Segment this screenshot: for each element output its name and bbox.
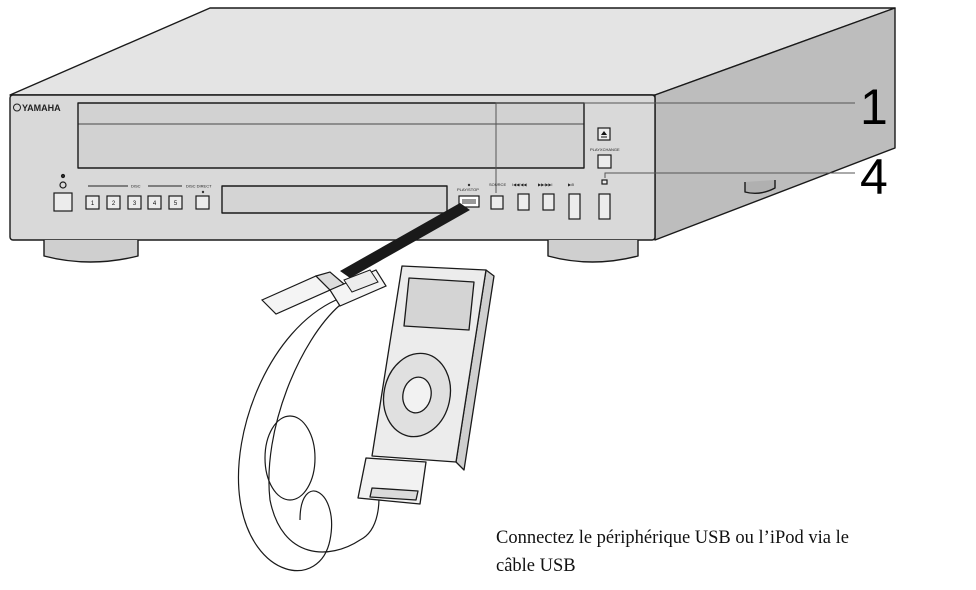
callout-4: 4	[860, 149, 888, 205]
caption-line-1: Connectez le périphérique USB ou l’iPod …	[496, 528, 849, 548]
power-section	[53, 173, 73, 212]
ipod-screen	[403, 277, 475, 331]
disc-button-label: 1	[91, 201, 95, 207]
disc-section: DISC DISC DIRECT	[88, 184, 212, 194]
disc-button-4[interactable]	[147, 195, 162, 210]
play-pause-label: ▶/II	[568, 182, 574, 187]
brand-logo: YAMAHA	[22, 103, 61, 113]
usb-connector-ghost	[260, 275, 332, 315]
playxchange-indicator	[601, 179, 608, 185]
foot-side	[744, 180, 776, 195]
disc-direct-label: DISC DIRECT	[186, 184, 212, 189]
power-icon	[59, 181, 67, 189]
stop-button[interactable]	[598, 193, 611, 220]
disc-tray	[77, 102, 585, 169]
disc-label: DISC	[131, 184, 141, 189]
disc-button-5[interactable]	[168, 195, 183, 210]
skip-back-label: I◀◀/◀◀	[512, 182, 527, 187]
disc-button-label: 3	[133, 201, 137, 207]
disc-button-2[interactable]	[106, 195, 121, 210]
callout-1-leader	[495, 102, 855, 193]
disc-button-label: 2	[112, 201, 116, 207]
source-button[interactable]	[490, 195, 504, 210]
skip-forward-label: ▶▶/▶▶I	[538, 182, 553, 187]
power-button[interactable]	[53, 192, 73, 212]
disc-button-3[interactable]	[127, 195, 142, 210]
disc-button-1[interactable]	[85, 195, 100, 210]
play-pause-button[interactable]	[568, 193, 581, 220]
source-label: SOURCE	[489, 182, 506, 187]
power-indicator	[60, 173, 66, 179]
transport-controls	[458, 127, 612, 220]
foot-left	[43, 240, 139, 263]
disc-buttons	[85, 195, 210, 210]
eject-icon	[601, 131, 607, 135]
ipod	[357, 265, 495, 505]
ipod-center-button	[402, 376, 432, 414]
usb-label: PLAY/STOP	[457, 187, 479, 192]
instruction-caption: Connectez le périphérique USB ou l’iPod …	[496, 524, 976, 580]
playxchange-button[interactable]	[597, 154, 612, 169]
caption-line-2: câble USB	[496, 556, 576, 576]
callout-1: 1	[860, 79, 888, 135]
cd-changer	[9, 7, 896, 263]
display-window	[221, 185, 448, 214]
disc-button-labels: 1 2 3 4 5	[91, 201, 178, 207]
playxchange-label: PLAYXCHANGE	[590, 147, 620, 152]
brand-logo-mark	[13, 103, 21, 112]
control-labels: PLAY/STOP SOURCE I◀◀/◀◀ ▶▶/▶▶I ▶/II PLAY…	[457, 147, 620, 192]
disc-button-label: 4	[153, 201, 157, 207]
skip-back-button[interactable]	[517, 193, 530, 211]
foot-right	[547, 240, 639, 263]
skip-forward-button[interactable]	[542, 193, 555, 211]
usb-cable	[237, 203, 470, 572]
callout-4-leader	[604, 172, 855, 178]
disc-direct-button[interactable]	[195, 195, 210, 210]
disc-button-label: 5	[174, 201, 178, 207]
